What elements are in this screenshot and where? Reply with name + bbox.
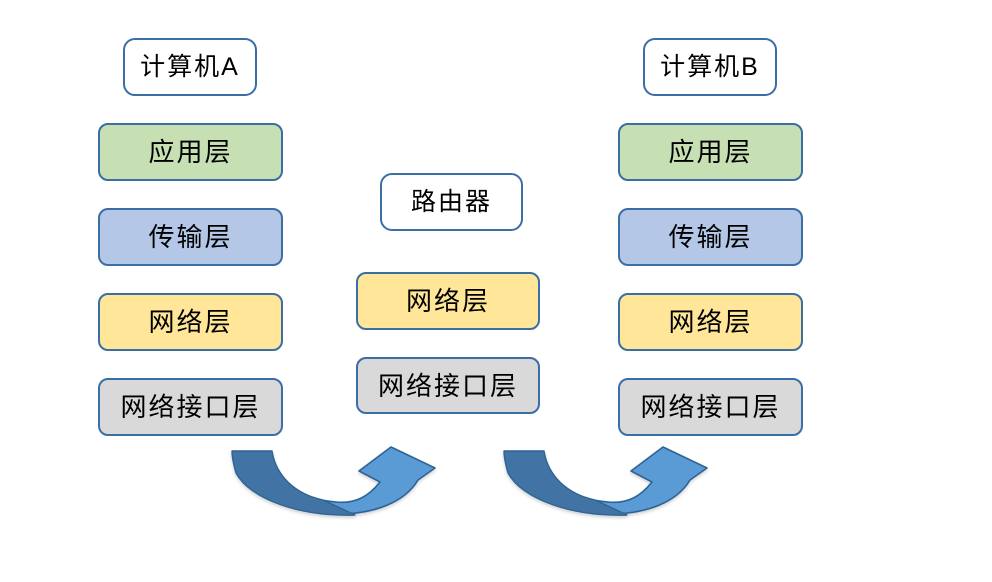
router-network-layer-box: 网络层 [356, 272, 540, 330]
computer-b-transport-layer-box: 传输层 [618, 208, 803, 266]
computer-a-title-label: 计算机A [140, 52, 240, 81]
router-title-box: 路由器 [380, 173, 523, 231]
computer-a-network-layer-label: 网络层 [148, 307, 233, 337]
computer-b-title-label: 计算机B [660, 52, 760, 81]
computer-b-network-layer-label: 网络层 [668, 307, 753, 337]
computer-b-network-layer-box: 网络层 [618, 293, 803, 351]
computer-a-network-interface-layer-label: 网络接口层 [120, 392, 261, 422]
router-network-interface-layer-label: 网络接口层 [377, 370, 518, 401]
computer-a-transport-layer-label: 传输层 [148, 222, 233, 252]
computer-b-application-layer-box: 应用层 [618, 123, 803, 181]
router-network-layer-label: 网络层 [405, 286, 490, 316]
router-network-interface-layer-box: 网络接口层 [356, 357, 540, 414]
computer-a-title-box: 计算机A [123, 38, 257, 96]
computer-b-application-layer-label: 应用层 [668, 137, 753, 167]
computer-a-transport-layer-box: 传输层 [98, 208, 283, 266]
computer-a-application-layer-box: 应用层 [98, 123, 283, 181]
computer-a-application-layer-label: 应用层 [148, 137, 233, 167]
router-title-label: 路由器 [410, 187, 492, 216]
computer-a-network-interface-layer-box: 网络接口层 [98, 378, 283, 436]
arrow-dark-segment [503, 450, 628, 516]
curved-arrow-a-to-router-icon [231, 446, 436, 516]
computer-b-title-box: 计算机B [643, 38, 777, 96]
computer-b-network-interface-layer-box: 网络接口层 [618, 378, 803, 436]
curved-arrow-router-to-b-icon [503, 446, 708, 516]
computer-b-transport-layer-label: 传输层 [668, 222, 753, 252]
computer-a-network-layer-box: 网络层 [98, 293, 283, 351]
computer-b-network-interface-layer-label: 网络接口层 [640, 392, 781, 422]
arrow-dark-segment [231, 450, 356, 516]
